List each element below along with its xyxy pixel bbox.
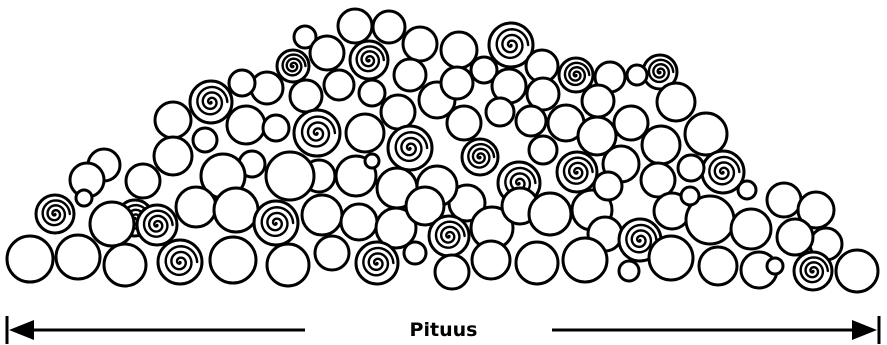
log-end-icon [403, 27, 437, 61]
log-end-with-growth-rings-icon [388, 126, 432, 170]
log-end-icon [563, 238, 607, 282]
log-end-icon [441, 67, 473, 99]
log-end-icon [731, 209, 771, 249]
log-end-icon [516, 106, 546, 136]
length-label: Pituus [330, 318, 557, 342]
log-end-icon [229, 70, 255, 96]
log-end-icon [381, 95, 415, 129]
log-end-icon [227, 106, 265, 144]
log-end-icon [310, 36, 344, 70]
log-end-icon [76, 190, 92, 206]
log-end-icon [126, 164, 160, 198]
log-end-with-growth-rings-icon [137, 205, 177, 245]
log-end-icon [594, 172, 622, 200]
log-end-icon [738, 181, 756, 199]
log-end-icon [767, 258, 783, 274]
log-end-with-growth-rings-icon [277, 50, 309, 82]
log-end-icon [649, 236, 693, 280]
log-end-icon [529, 136, 557, 164]
log-end-icon [627, 65, 647, 85]
log-end-icon [678, 155, 704, 181]
log-end-icon [266, 152, 314, 200]
log-end-icon [267, 244, 309, 286]
log-end-with-growth-rings-icon [190, 81, 232, 123]
log-end-icon [154, 137, 192, 175]
log-end-icon [302, 195, 342, 235]
log-end-icon [290, 80, 322, 112]
log-end-icon [394, 59, 426, 91]
log-end-icon [404, 242, 426, 264]
arrowhead-icon [9, 320, 34, 340]
log-end-icon [346, 114, 384, 152]
log-end-icon [777, 219, 813, 255]
log-end-with-growth-rings-icon [429, 216, 469, 256]
log-end-with-growth-rings-icon [794, 252, 832, 290]
log-end-icon [341, 204, 377, 240]
log-end-icon [472, 241, 510, 279]
log-end-icon [359, 80, 385, 106]
log-end-with-growth-rings-icon [158, 240, 202, 284]
log-end-with-growth-rings-icon [294, 110, 340, 156]
log-end-icon [373, 11, 405, 43]
log-end-icon [324, 70, 354, 100]
log-end-icon [767, 183, 801, 217]
log-end-icon [657, 83, 695, 121]
log-end-with-growth-rings-icon [254, 201, 298, 245]
log-end-icon [486, 98, 514, 126]
log-end-icon [56, 235, 100, 279]
log-end-icon [365, 154, 379, 168]
log-end-icon [681, 187, 699, 205]
log-end-icon [529, 193, 571, 235]
log-end-icon [155, 102, 191, 138]
log-end-icon [447, 106, 481, 140]
log-end-icon [516, 242, 558, 284]
log-end-icon [338, 9, 372, 43]
log-end-icon [614, 106, 648, 140]
log-end-icon [7, 236, 53, 282]
arrowhead-icon [852, 320, 877, 340]
log-end-with-growth-rings-icon [462, 139, 498, 175]
log-end-icon [214, 188, 258, 232]
log-end-with-growth-rings-icon [350, 41, 388, 79]
log-end-icon [90, 202, 134, 246]
log-end-icon [435, 255, 469, 289]
log-end-icon [582, 85, 614, 117]
log-end-icon [685, 113, 727, 155]
log-end-with-growth-rings-icon [36, 195, 74, 233]
log-end-icon [619, 261, 639, 281]
log-pile [7, 9, 878, 292]
log-end-with-growth-rings-icon [356, 242, 398, 284]
log-end-icon [836, 250, 878, 292]
log-end-icon [642, 126, 680, 164]
log-end-icon [263, 115, 289, 141]
log-end-icon [176, 187, 216, 227]
log-end-icon [104, 244, 146, 286]
log-end-icon [315, 236, 349, 270]
log-end-with-growth-rings-icon [557, 152, 597, 192]
log-end-icon [699, 247, 737, 285]
log-end-icon [210, 237, 256, 283]
log-end-icon [251, 72, 283, 104]
log-end-icon [193, 128, 217, 152]
